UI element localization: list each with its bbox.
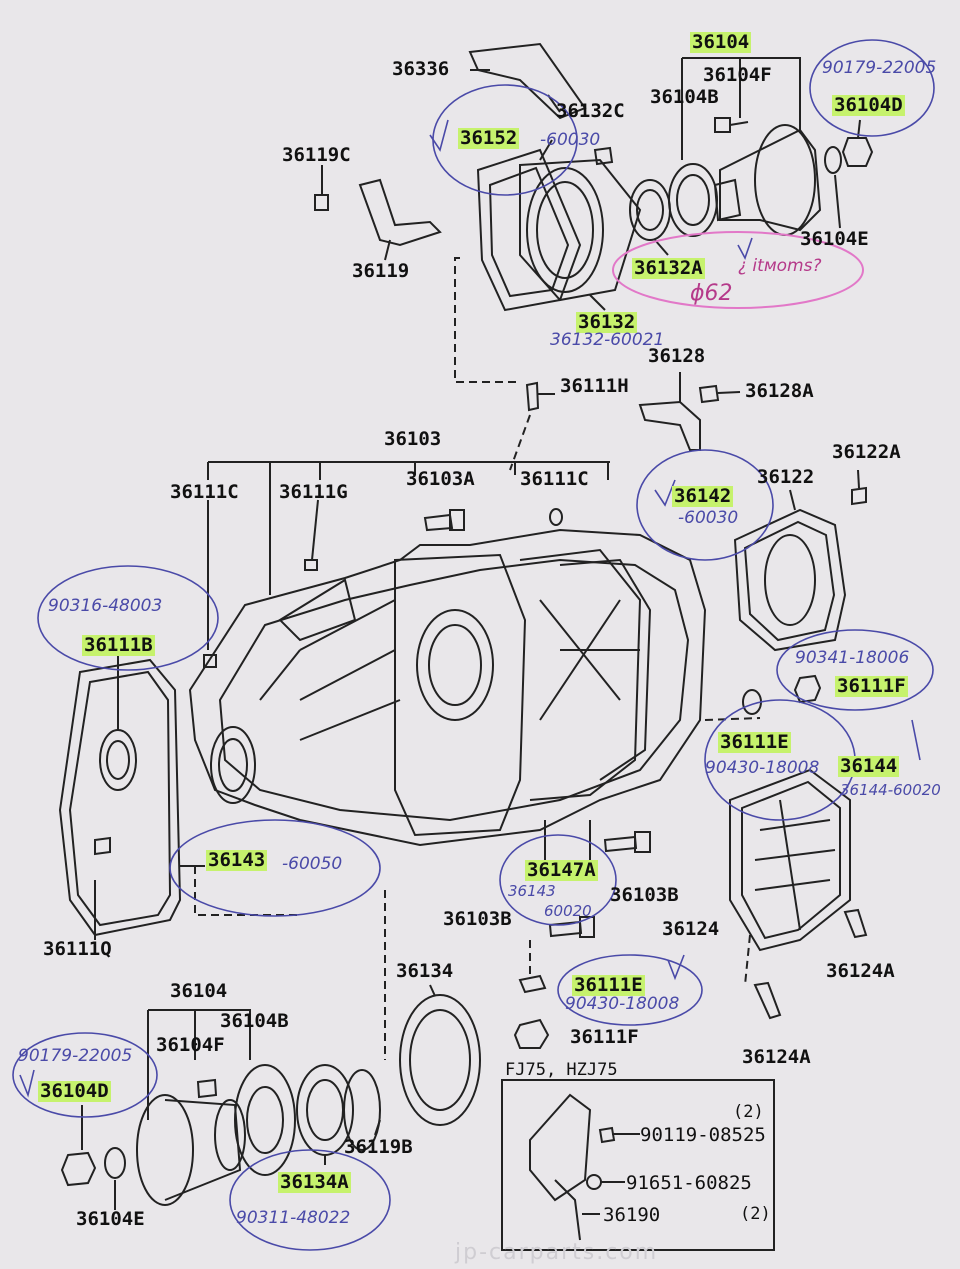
ink-circle-36111F <box>776 629 934 711</box>
label-36142[interactable]: 36142 <box>672 485 734 507</box>
label-36104F-bot[interactable]: 36104F <box>156 1034 225 1056</box>
note-phi62: ϕ62 <box>690 281 733 306</box>
label-36132C[interactable]: 36132C <box>556 100 625 122</box>
label-36103B-right[interactable]: 36103B <box>610 884 679 906</box>
label-36122[interactable]: 36122 <box>757 466 815 488</box>
note-90311: 90311-48022 <box>236 1208 351 1228</box>
label-36103B-mid[interactable]: 36103B <box>443 908 512 930</box>
label-36122A[interactable]: 36122A <box>832 441 901 463</box>
transfer-case-36103 <box>188 528 707 847</box>
cover-36122 <box>733 508 847 652</box>
ink-circle-36142 <box>636 449 774 561</box>
label-36128[interactable]: 36128 <box>648 345 706 367</box>
label-36104-bot[interactable]: 36104 <box>170 980 228 1002</box>
ink-circle-36111B <box>37 565 219 671</box>
label-36111F-right[interactable]: 36111F <box>835 675 908 697</box>
gasket-36152 <box>476 148 582 312</box>
note-60050: -60050 <box>282 854 343 874</box>
label-36143[interactable]: 36143 <box>206 849 268 871</box>
label-36111E-mid[interactable]: 36111E <box>572 974 645 996</box>
note-36144-60020: 36144-60020 <box>840 781 941 799</box>
label-36124A-a[interactable]: 36124A <box>826 960 895 982</box>
note-60030-mid: -60030 <box>678 508 739 528</box>
ink-circle-36104D-bot <box>12 1032 158 1118</box>
housing-36132 <box>519 158 642 302</box>
label-36104D-top[interactable]: 36104D <box>832 94 905 116</box>
note-90341: 90341-18006 <box>795 648 910 668</box>
note-90430-mid: 90430-18008 <box>565 994 680 1014</box>
ink-circle-36104D-top <box>809 39 935 137</box>
note-36143-a: 36143 <box>508 882 556 900</box>
inset-qty-1: (2) <box>733 1102 764 1122</box>
note-36132-60021: 36132-60021 <box>550 330 665 350</box>
label-36119C[interactable]: 36119C <box>282 144 351 166</box>
note-90179-bot: 90179-22005 <box>18 1046 133 1066</box>
ink-circle-36143 <box>169 819 381 917</box>
inset-qty-3: (2) <box>740 1204 771 1224</box>
note-36143-b: 60020 <box>544 902 592 920</box>
inset-part-90119[interactable]: 90119-08525 <box>640 1124 766 1146</box>
label-36128A[interactable]: 36128A <box>745 380 814 402</box>
label-36147A[interactable]: 36147A <box>525 859 598 881</box>
flange-36104-bottom <box>136 1094 194 1206</box>
label-36111B[interactable]: 36111B <box>82 634 155 656</box>
label-36104B-top[interactable]: 36104B <box>650 86 719 108</box>
note-itmoms: ¿ itмoms? <box>738 256 822 276</box>
label-36111E-right[interactable]: 36111E <box>718 731 791 753</box>
label-36103A[interactable]: 36103A <box>406 468 475 490</box>
ink-circle-36147A <box>499 834 617 926</box>
label-36132A[interactable]: 36132A <box>632 257 705 279</box>
ink-circle-36111E-mid <box>557 954 703 1026</box>
bracket-36128 <box>638 400 701 451</box>
label-36111G[interactable]: 36111G <box>279 481 348 503</box>
label-36104E-top[interactable]: 36104E <box>800 228 869 250</box>
bracket-36119 <box>358 178 442 247</box>
label-36124A-b[interactable]: 36124A <box>742 1046 811 1068</box>
inset-part-91651[interactable]: 91651-60825 <box>626 1172 752 1194</box>
label-36111C-mid[interactable]: 36111C <box>520 468 589 490</box>
ink-circle-36132A <box>612 231 864 309</box>
label-36111C-left[interactable]: 36111C <box>170 481 239 503</box>
note-90430-right: 90430-18008 <box>705 758 820 778</box>
note-90179-top: 90179-22005 <box>822 58 937 78</box>
cover-36144 <box>729 768 851 952</box>
label-36111Q[interactable]: 36111Q <box>43 938 112 960</box>
label-36104B-bot[interactable]: 36104B <box>220 1010 289 1032</box>
note-60030-top: -60030 <box>540 130 601 150</box>
gasket-36111Q <box>58 658 182 937</box>
flange-36104 <box>719 128 822 232</box>
ink-circle-36134A <box>229 1149 391 1251</box>
label-36111F-mid[interactable]: 36111F <box>570 1026 639 1048</box>
label-36119B[interactable]: 36119B <box>344 1136 413 1158</box>
label-36124[interactable]: 36124 <box>662 918 720 940</box>
watermark: jp-carparts.com <box>455 1240 659 1265</box>
inset-box <box>501 1079 775 1251</box>
label-36104D-bot[interactable]: 36104D <box>38 1080 111 1102</box>
label-36336[interactable]: 36336 <box>392 58 450 80</box>
label-36104-top[interactable]: 36104 <box>690 31 752 53</box>
label-36104E-bot[interactable]: 36104E <box>76 1208 145 1230</box>
label-36144[interactable]: 36144 <box>838 755 900 777</box>
label-36119[interactable]: 36119 <box>352 260 410 282</box>
inset-title: FJ75, HZJ75 <box>505 1060 618 1080</box>
label-36134[interactable]: 36134 <box>396 960 454 982</box>
label-36152[interactable]: 36152 <box>458 127 520 149</box>
seal-36134 <box>399 994 481 1126</box>
label-36134A[interactable]: 36134A <box>278 1171 351 1193</box>
label-36132[interactable]: 36132 <box>576 311 638 333</box>
label-36111H[interactable]: 36111H <box>560 375 629 397</box>
washer-36104E-top <box>824 146 842 174</box>
note-90316: 90316-48003 <box>48 596 163 616</box>
label-36103[interactable]: 36103 <box>384 428 442 450</box>
label-36104F-top[interactable]: 36104F <box>703 64 772 86</box>
inset-part-36190[interactable]: 36190 <box>603 1204 661 1226</box>
nut-36104D-top <box>841 137 874 167</box>
